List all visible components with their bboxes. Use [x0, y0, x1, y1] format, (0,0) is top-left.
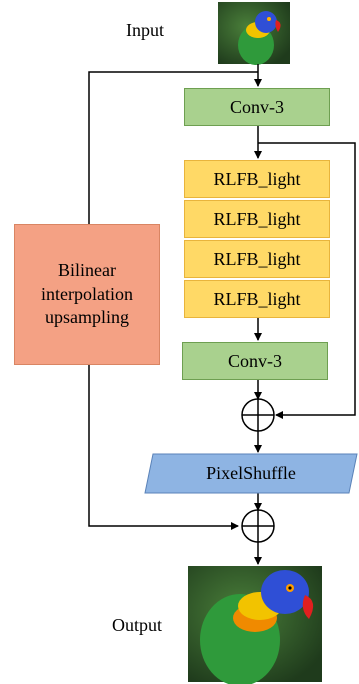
input-label: Input — [126, 20, 164, 40]
rlfb-block-4: RLFB_light — [184, 280, 330, 318]
output-image — [188, 566, 322, 684]
rlfb-block-1: RLFB_light — [184, 160, 330, 198]
conv3-top: Conv-3 — [184, 88, 330, 126]
add-node-1 — [241, 398, 275, 432]
output-label: Output — [112, 615, 163, 635]
add-node-2 — [241, 509, 275, 543]
conv3-bottom: Conv-3 — [182, 342, 328, 380]
rlfb-block-3: RLFB_light — [184, 240, 330, 278]
input-image — [218, 2, 290, 65]
pixelshuffle-label: PixelShuffle — [206, 463, 296, 483]
rlfb-block-2: RLFB_light — [184, 200, 330, 238]
bilinear-upsampling-box: Bilinear interpolation upsampling — [14, 224, 160, 365]
pixelshuffle-shape — [144, 453, 358, 494]
